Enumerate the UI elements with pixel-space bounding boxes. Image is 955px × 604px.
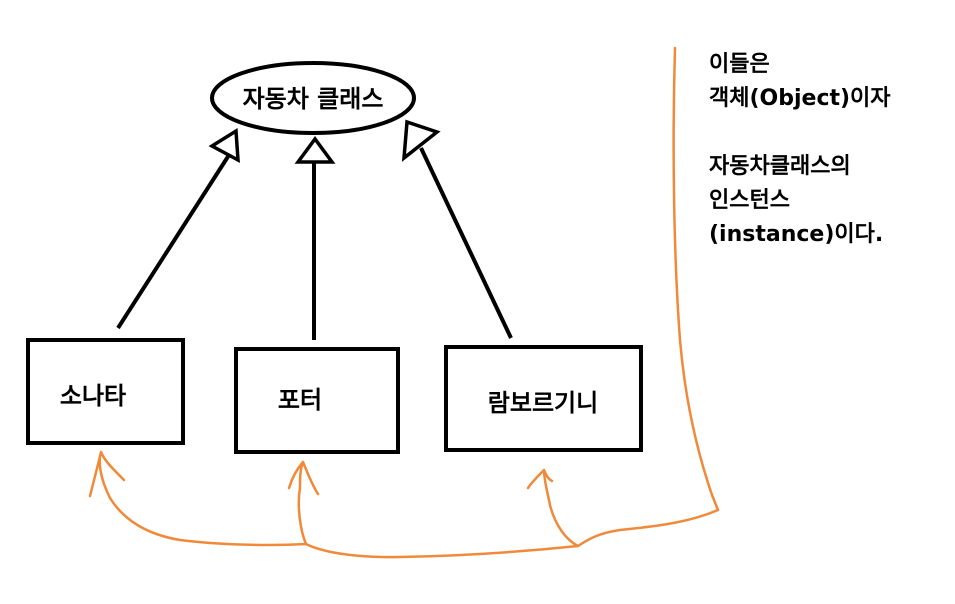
annotation-pointer-lamborghini: [526, 468, 580, 548]
instance-box-lamborghini: 람보르기니: [444, 345, 643, 452]
instance-box-porter: 포터: [234, 347, 400, 454]
instance-label-sonata: 소나타: [60, 382, 126, 410]
parent-class-label: 자동차 클래스: [243, 85, 384, 113]
annotation-note: 이들은 객체(Object)이자 자동차클래스의 인스턴스 (instance)…: [709, 48, 891, 252]
note-line-3: 자동차클래스의: [709, 154, 851, 179]
annotation-pointer-porter: [287, 460, 320, 546]
inheritance-arrow-sonata: [116, 127, 240, 330]
inheritance-arrow-lamborghini: [401, 119, 513, 339]
hollow-arrowhead-icon: [208, 127, 240, 164]
inheritance-arrow-porter: [294, 136, 336, 340]
instance-box-sonata: 소나타: [26, 338, 185, 445]
parent-class-ellipse: [210, 61, 416, 135]
annotation-vertical-line: [672, 46, 720, 512]
parent-class-node: 자동차 클래스: [210, 61, 416, 135]
note-line-5: (instance)이다.: [709, 222, 884, 247]
note-line-4: 인스턴스: [709, 188, 790, 213]
hollow-arrowhead-icon: [294, 136, 336, 164]
hollow-arrowhead-icon: [401, 119, 441, 162]
annotation-bottom-line: [108, 496, 720, 559]
note-line-1: 이들은: [709, 52, 770, 77]
note-line-2: 객체(Object)이자: [709, 86, 891, 111]
annotation-pointer-sonata: [88, 450, 126, 500]
instance-label-porter: 포터: [278, 386, 322, 414]
annotation-bracket: [88, 46, 720, 559]
instance-label-lamborghini: 람보르기니: [488, 389, 598, 417]
